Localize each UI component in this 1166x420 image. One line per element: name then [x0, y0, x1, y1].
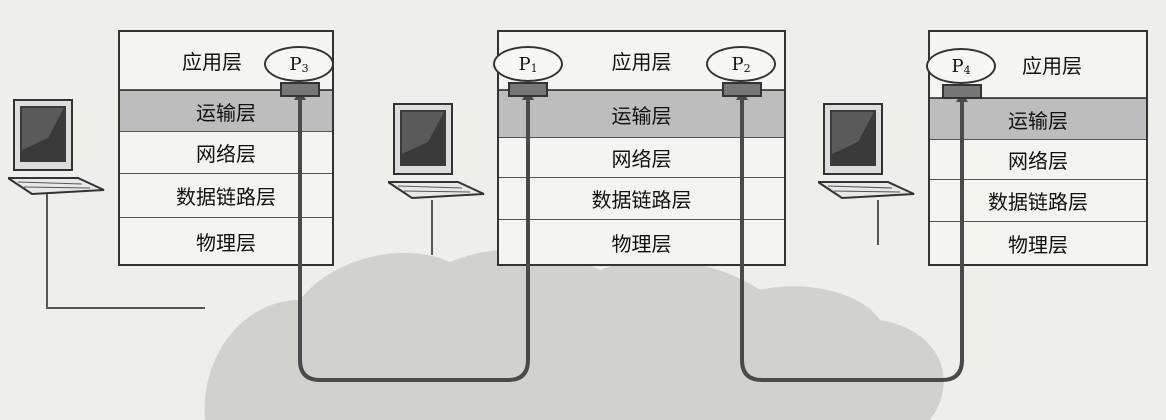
- host2-physical-layer: 物理层: [611, 231, 672, 256]
- host3-protocol-stack: 应用层 运输层 网络层 数据链路层 物理层: [928, 30, 1148, 266]
- host2-datalink-layer: 数据链路层: [499, 178, 784, 220]
- socket-p3: [280, 82, 320, 97]
- host1-physical-layer: 物理层: [196, 230, 256, 255]
- host3-application-layer: 应用层: [930, 32, 1146, 98]
- computer-icon: [388, 103, 485, 200]
- host1-transport-layer: 运输层: [120, 90, 332, 132]
- host1-ground-line: [46, 192, 205, 309]
- host3-physical-layer: 物理层: [1008, 232, 1068, 257]
- socket-p4: [942, 84, 982, 99]
- computer-icon: [8, 99, 105, 196]
- host2-protocol-stack: 应用层 运输层 网络层 数据链路层 物理层: [497, 30, 786, 266]
- computer-icon: [818, 103, 915, 200]
- wire-p3-to-p1: [298, 94, 530, 382]
- host2-transport-layer: 运输层: [499, 90, 784, 138]
- host2-application-layer: 应用层: [499, 32, 784, 90]
- host1-application-layer: 应用层: [120, 32, 332, 90]
- host3-datalink-layer: 数据链路层: [930, 180, 1146, 222]
- host3-transport-layer: 运输层: [930, 98, 1146, 140]
- host1-datalink-layer: 数据链路层: [120, 174, 332, 218]
- host3-network-layer: 网络层: [930, 140, 1146, 180]
- socket-p2: [722, 82, 762, 97]
- wire-p2-to-p4: [740, 94, 964, 382]
- socket-p1: [508, 82, 548, 97]
- host1-network-layer: 网络层: [120, 132, 332, 174]
- host2-network-layer: 网络层: [499, 138, 784, 178]
